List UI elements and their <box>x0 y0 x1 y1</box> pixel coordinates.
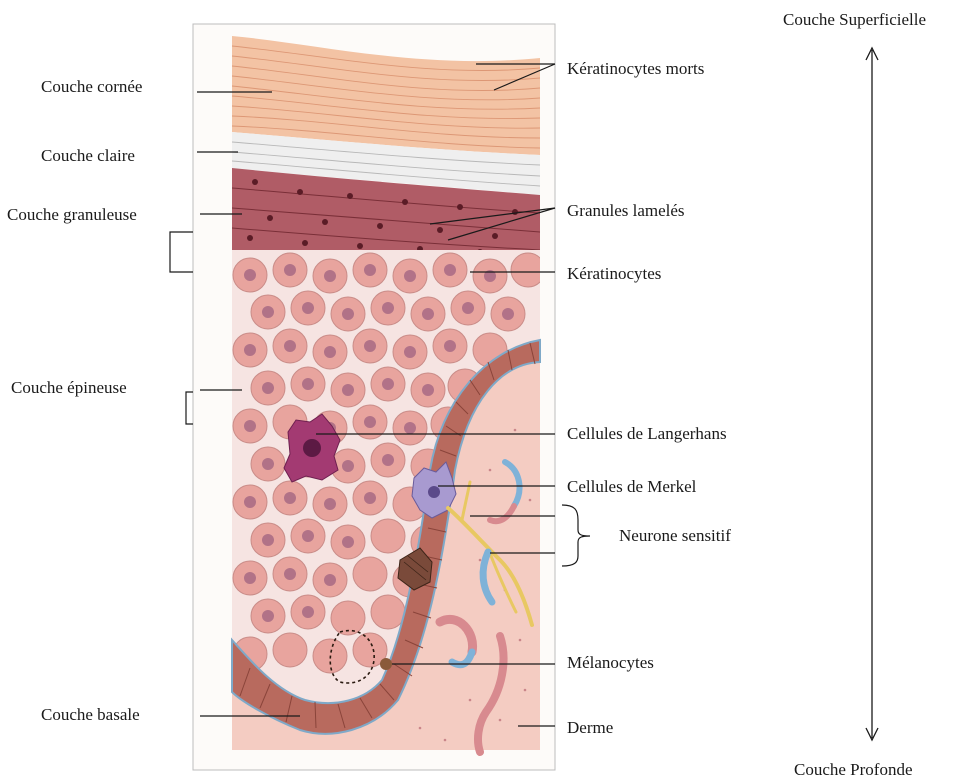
label-derme: Derme <box>567 718 613 738</box>
label-couche-basale: Couche basale <box>41 705 140 725</box>
label-neurone-sensitif: Neurone sensitif <box>619 526 731 546</box>
label-couche-cornee: Couche cornée <box>41 77 142 97</box>
label-keratinocytes: Kératinocytes <box>567 264 661 284</box>
label-cellules-langerhans: Cellules de Langerhans <box>567 424 727 444</box>
label-couche-claire: Couche claire <box>41 146 135 166</box>
depth-axis-arrow <box>866 48 878 740</box>
label-couche-superficielle: Couche Superficielle <box>783 10 926 30</box>
label-melanocytes: Mélanocytes <box>567 653 654 673</box>
label-keratinocytes-morts: Kératinocytes morts <box>567 59 704 79</box>
label-couche-profonde: Couche Profonde <box>794 760 913 780</box>
label-couche-epineuse: Couche épineuse <box>11 378 127 398</box>
label-cellules-merkel: Cellules de Merkel <box>567 477 696 497</box>
label-granules-lameles: Granules lamelés <box>567 201 685 221</box>
label-couche-granuleuse: Couche granuleuse <box>7 205 137 225</box>
